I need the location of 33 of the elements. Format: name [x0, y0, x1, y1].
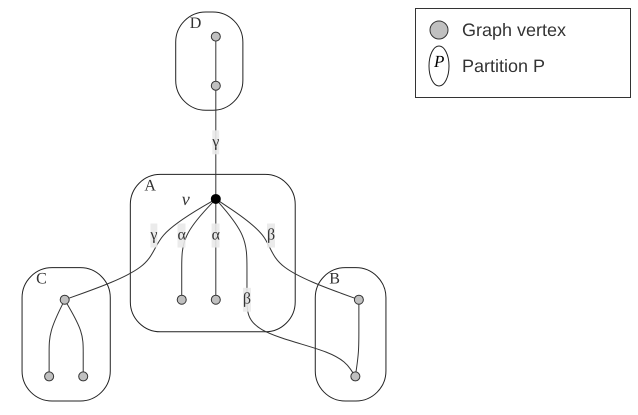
- cluster: [314, 267, 386, 402]
- node-circle: [60, 294, 70, 305]
- legend-text: Partition P: [462, 56, 546, 76]
- legend-text: Graph vertex: [462, 20, 566, 40]
- connector: [66, 303, 84, 372]
- edge-label: α: [178, 226, 186, 244]
- connector: [219, 200, 356, 299]
- node-circle: [176, 294, 187, 305]
- connector: [218, 202, 354, 374]
- cluster: [22, 267, 111, 402]
- cluster: [130, 174, 296, 332]
- connector: [68, 200, 212, 299]
- graph-drawing: D A C B γ α α β β γ v: [4, 4, 404, 409]
- connector: [215, 40, 216, 82]
- node-circle: [210, 294, 221, 305]
- connector: [48, 303, 64, 372]
- node-circle: [78, 371, 88, 382]
- edge-label: γ: [212, 133, 220, 150]
- edge-label: β: [242, 290, 252, 308]
- node-circle: [44, 371, 54, 382]
- vertex-label: v: [182, 189, 190, 209]
- node-circle: [354, 294, 364, 305]
- edge-label: α: [212, 226, 220, 244]
- connector: [181, 202, 214, 296]
- node-circle: [210, 80, 221, 91]
- legend-symbol: P: [434, 52, 444, 72]
- connector: [356, 304, 360, 372]
- cluster: [175, 12, 244, 111]
- edge-label: γ: [150, 226, 158, 244]
- edge-label: β: [267, 226, 276, 244]
- node-circle: [350, 371, 360, 382]
- node-circle: [210, 194, 221, 204]
- node-circle: [210, 32, 221, 42]
